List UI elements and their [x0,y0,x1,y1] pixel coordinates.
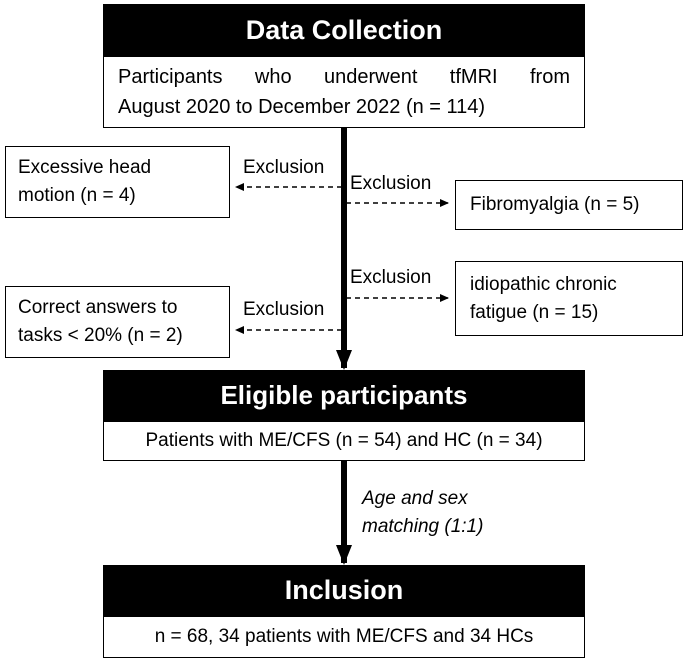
matching-line1: Age and sex [362,488,468,509]
exclusion-correct-answers-line1: Correct answers to [18,297,178,318]
exclusion-correct-answers-line2: tasks < 20% (n = 2) [18,325,183,346]
matching-line2: matching (1:1) [362,516,484,537]
data-collection-header: Data Collection [103,4,585,56]
eligible-box: Patients with ME/CFS (n = 54) and HC (n … [103,421,585,461]
eligible-header: Eligible participants [103,370,585,421]
exclusion-head-motion-line2: motion (n = 4) [18,185,136,206]
exclusion-label-correct-answers: Exclusion [243,299,325,320]
exclusion-fibromyalgia-text: Fibromyalgia (n = 5) [470,194,640,215]
eligible-text: Patients with ME/CFS (n = 54) and HC (n … [145,430,543,451]
data-collection-line2: August 2020 to December 2022 (n = 114) [118,96,486,118]
exclusion-label-idiopathic: Exclusion [350,267,432,288]
exclusion-box-head-motion: Excessive head motion (n = 4) [5,146,230,218]
exclusion-box-correct-answers: Correct answers to tasks < 20% (n = 2) [5,286,230,358]
exclusion-box-idiopathic: idiopathic chronic fatigue (n = 15) [455,261,683,336]
inclusion-header: Inclusion [103,565,585,616]
data-collection-box: Participants who underwent tfMRI from Au… [103,56,585,128]
exclusion-idiopathic-line2: fatigue (n = 15) [470,301,599,323]
exclusion-label-fibromyalgia: Exclusion [350,173,432,194]
data-collection-line1: Participants who underwent tfMRI from [118,66,570,88]
exclusion-idiopathic-line1: idiopathic chronic [470,273,617,295]
exclusion-label-head-motion: Exclusion [243,157,325,178]
inclusion-text: n = 68, 34 patients with ME/CFS and 34 H… [154,626,534,647]
exclusion-box-fibromyalgia: Fibromyalgia (n = 5) [455,180,683,230]
matching-label: Age and sex matching (1:1) [362,485,483,541]
exclusion-head-motion-line1: Excessive head [18,157,152,178]
inclusion-box: n = 68, 34 patients with ME/CFS and 34 H… [103,616,585,658]
